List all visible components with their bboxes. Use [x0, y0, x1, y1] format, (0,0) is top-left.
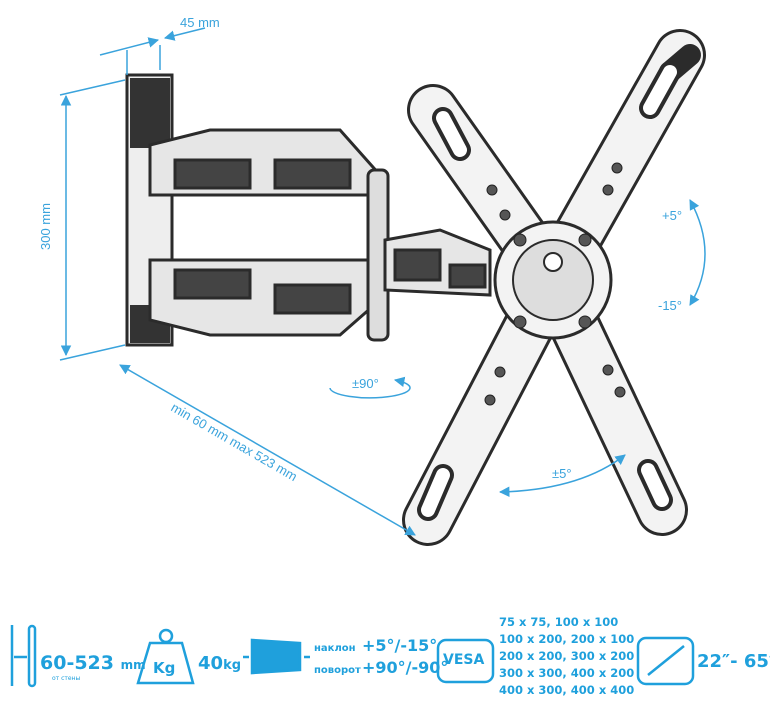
- swing-arm: [148, 128, 492, 342]
- vesa-size: 200 x 200, 300 x 200: [499, 649, 635, 663]
- extension-label: min 60 mm max 523 mm: [169, 400, 300, 485]
- vesa-sizes: 75 x 75, 100 x 100 100 x 200, 200 x 100 …: [499, 614, 634, 699]
- weight-icon-label: Kg: [153, 659, 176, 677]
- screen-size-spec: 22″- 65″: [697, 651, 770, 672]
- vesa-plate: [402, 29, 706, 546]
- wall-distance-icon: [10, 624, 37, 688]
- swivel-value: +90°/-90°: [362, 658, 449, 677]
- tilt-value: +5°/-15°: [362, 636, 438, 655]
- load-spec: 40kg: [198, 653, 242, 674]
- vesa-size: 300 x 300, 400 x 200: [499, 666, 635, 680]
- vesa-icon: [436, 638, 495, 684]
- vesa-size: 75 x 75, 100 x 100: [499, 615, 619, 629]
- vesa-size: 100 x 200, 200 x 100: [499, 632, 635, 646]
- distance-note: от стены: [52, 675, 81, 682]
- tilt-label: наклон: [314, 643, 356, 654]
- screen-diagonal-icon: [636, 636, 695, 686]
- vesa-icon-label: VESA: [443, 652, 485, 668]
- tilt-down-label: -15°: [658, 298, 682, 313]
- weight-icon: [136, 628, 195, 685]
- rotation-label: ±5°: [552, 466, 572, 481]
- dimension-lines: [59, 27, 706, 536]
- distance-spec: 60-523 mm: [40, 652, 146, 674]
- tilt-up-label: +5°: [662, 208, 682, 223]
- vesa-size: 400 x 300, 400 x 400: [499, 683, 635, 697]
- tilt-swivel-icon: [243, 638, 310, 675]
- swivel-label: ±90°: [352, 376, 379, 391]
- depth-label: 45 mm: [180, 15, 220, 30]
- swivel-spec-label: поворот: [314, 665, 361, 676]
- height-label: 300 mm: [38, 203, 53, 250]
